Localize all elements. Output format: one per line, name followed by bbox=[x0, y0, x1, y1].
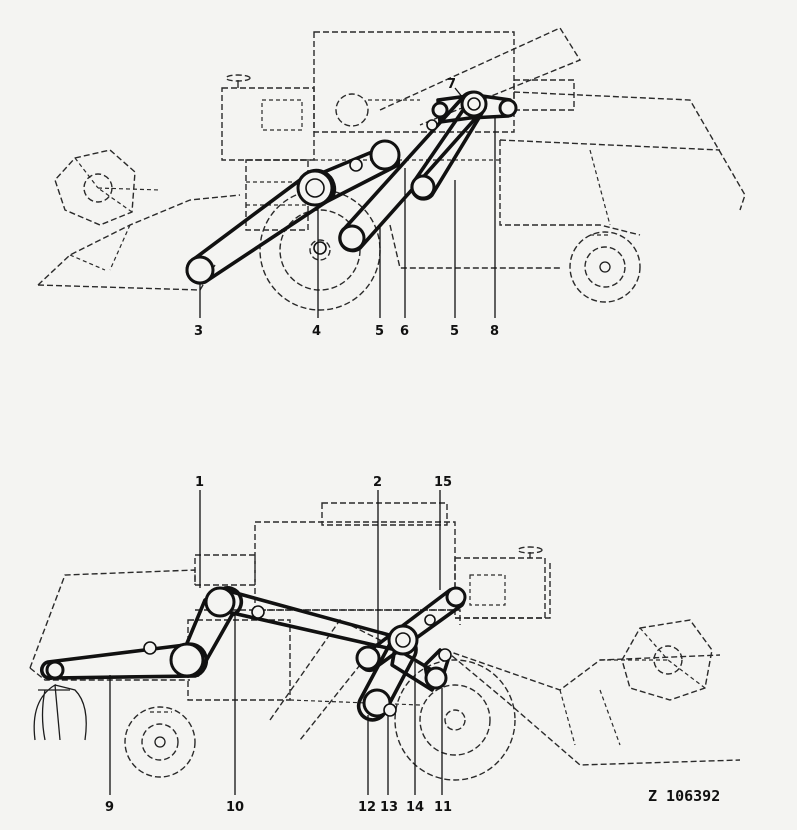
callout-7: 7 bbox=[447, 77, 456, 92]
top-body bbox=[300, 27, 746, 269]
top-cab bbox=[221, 74, 315, 231]
belt-5 bbox=[338, 90, 487, 253]
top-pulleys bbox=[185, 90, 518, 285]
callout-6: 6 bbox=[400, 324, 409, 339]
bottom-pulleys bbox=[45, 586, 467, 718]
top-callouts: 3 4 5 6 5 8 7 bbox=[194, 77, 499, 339]
bottom-rear-tines bbox=[33, 683, 87, 741]
bottom-callouts: 1 2 15 9 10 12 13 14 11 bbox=[105, 475, 452, 815]
callout-9: 9 bbox=[105, 800, 114, 815]
bottom-harvester-view: 1 2 15 9 10 12 13 14 11 bbox=[29, 475, 741, 815]
reference-code: Z 106392 bbox=[648, 787, 720, 805]
bottom-leader-lines bbox=[109, 490, 443, 795]
bottom-cab bbox=[454, 546, 551, 619]
top-rear-wheel bbox=[569, 231, 641, 303]
callout-10: 10 bbox=[226, 800, 244, 815]
bottom-header bbox=[444, 619, 741, 766]
bottom-body bbox=[29, 502, 461, 741]
top-leader-lines bbox=[199, 87, 496, 318]
callout-13: 13 bbox=[380, 800, 398, 815]
callout-5: 5 bbox=[375, 324, 384, 339]
callout-11: 11 bbox=[434, 800, 452, 815]
callout-3: 3 bbox=[194, 324, 203, 339]
callout-15: 15 bbox=[434, 475, 452, 490]
belt-10 bbox=[178, 586, 244, 677]
callout-8: 8 bbox=[490, 324, 499, 339]
bottom-drive-wheel bbox=[394, 659, 516, 781]
top-reel bbox=[54, 149, 161, 226]
top-harvester-view: 3 4 5 6 5 8 7 bbox=[37, 27, 746, 339]
callout-4: 4 bbox=[312, 324, 321, 339]
callout-14: 14 bbox=[406, 800, 424, 815]
callout-1: 1 bbox=[195, 475, 204, 490]
callout-12: 12 bbox=[358, 800, 376, 815]
callout-5-second: 5 bbox=[450, 324, 459, 339]
callout-2: 2 bbox=[373, 475, 382, 490]
top-belts bbox=[185, 90, 512, 285]
bottom-rear-wheel bbox=[124, 706, 196, 778]
